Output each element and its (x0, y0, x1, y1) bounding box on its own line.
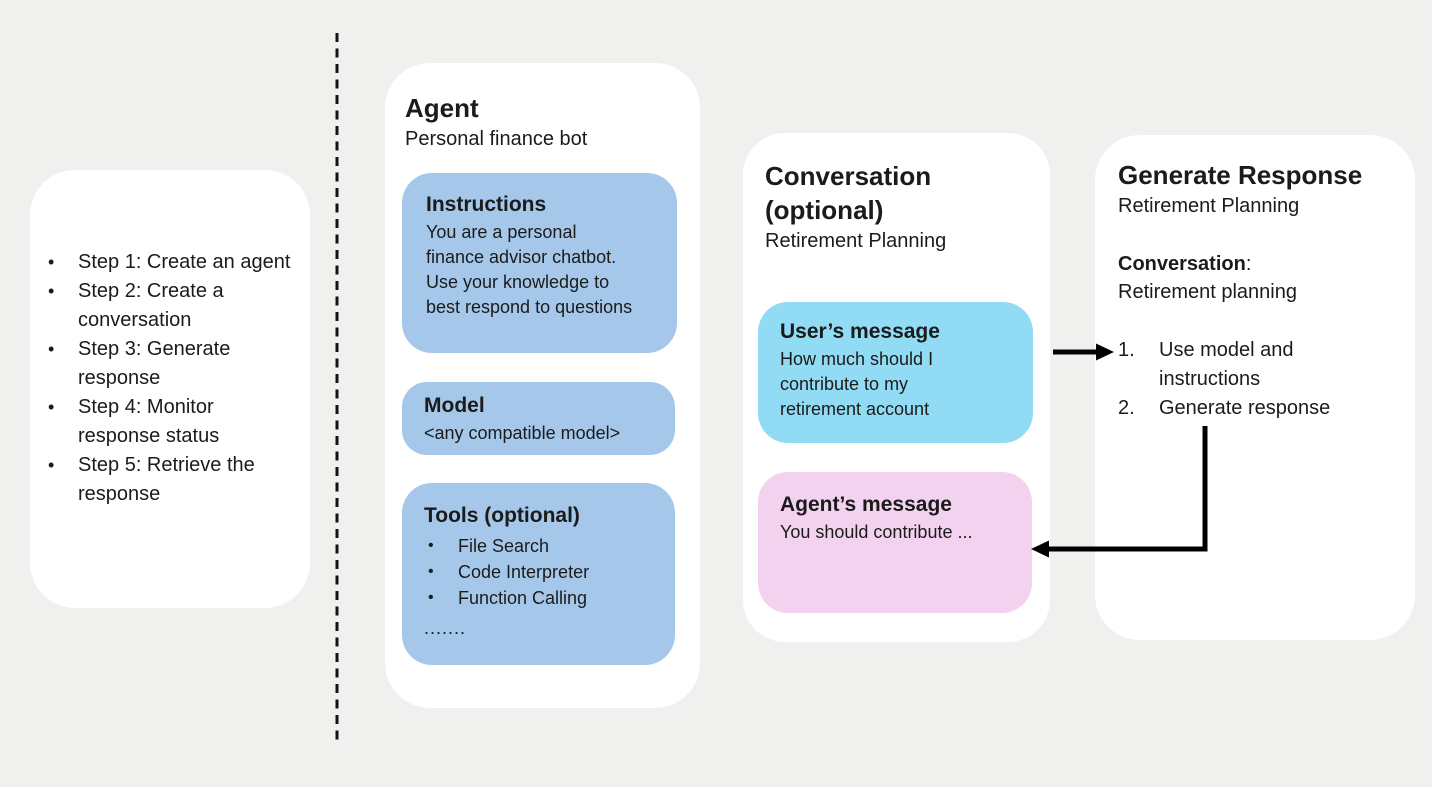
step-text: Step 5: Retrieve the response (78, 454, 255, 505)
bullet-icon: • (48, 397, 55, 417)
bullet-icon: • (48, 339, 55, 359)
generate-steps-list: 1. Use model and instructions 2. Generat… (1118, 336, 1395, 423)
conversation-heading: Conversation: Retirement planning (1118, 250, 1395, 306)
step-text: Step 2: Create a conversation (78, 280, 224, 331)
agent-message-body: You should contribute ... (780, 522, 973, 542)
list-item: • File Search (424, 533, 657, 559)
conversation-card-title: Conversation (optional) (765, 161, 932, 225)
agent-message-title: Agent’s message (780, 493, 952, 516)
generate-response-card: Generate Response Retirement Planning Co… (1095, 135, 1415, 640)
tools-box: Tools (optional) • File Search • Code In… (402, 483, 675, 665)
user-message-title: User’s message (780, 320, 940, 343)
tool-text: Function Calling (458, 588, 588, 608)
step-text: Step 4: Monitor response status (78, 396, 220, 447)
bullet-icon: • (428, 589, 434, 606)
step-text: Use model and instructions (1159, 339, 1294, 390)
steps-card: • Step 1: Create an agent • Step 2: Crea… (30, 170, 310, 608)
tool-text: Code Interpreter (458, 562, 590, 582)
model-title: Model (424, 394, 485, 417)
agent-card-title: Agent (405, 93, 479, 123)
list-item: • Step 2: Create a conversation (30, 277, 296, 335)
model-box: Model <any compatible model> (402, 382, 675, 455)
user-message-body: How much should I contribute to my retir… (780, 349, 934, 419)
tools-title: Tools (optional) (424, 504, 580, 527)
agent-message-box: Agent’s message You should contribute ..… (758, 472, 1032, 613)
tools-list: • File Search • Code Interpreter • Funct… (424, 533, 657, 611)
step-text: Step 3: Generate response (78, 338, 231, 389)
step-number: 2. (1118, 397, 1135, 419)
conversation-value: Retirement planning (1118, 281, 1297, 303)
list-item: • Step 1: Create an agent (30, 248, 296, 277)
user-message-box: User’s message How much should I contrib… (758, 302, 1033, 443)
agent-card: Agent Personal finance bot Instructions … (385, 63, 700, 708)
conversation-label: Conversation (1118, 253, 1246, 275)
instructions-box: Instructions You are a personal finance … (402, 173, 677, 353)
list-item: • Function Calling (424, 585, 657, 611)
step-number: 1. (1118, 339, 1135, 361)
tools-ellipsis: ....... (424, 618, 467, 638)
model-body: <any compatible model> (424, 423, 621, 443)
bullet-icon: • (428, 563, 434, 580)
list-item: • Step 4: Monitor response status (30, 393, 296, 451)
bullet-icon: • (48, 252, 55, 272)
generate-card-subtitle: Retirement Planning (1118, 195, 1300, 217)
list-item: • Code Interpreter (424, 559, 657, 585)
bullet-icon: • (48, 281, 55, 301)
steps-list: • Step 1: Create an agent • Step 2: Crea… (30, 170, 310, 509)
tool-text: File Search (458, 536, 550, 556)
generate-card-title: Generate Response (1118, 160, 1363, 190)
list-item: • Step 3: Generate response (30, 335, 296, 393)
step-text: Generate response (1159, 397, 1331, 419)
instructions-title: Instructions (426, 193, 547, 216)
conversation-card-subtitle: Retirement Planning (765, 230, 947, 252)
conversation-colon: : (1245, 253, 1252, 275)
list-item: • Step 5: Retrieve the response (30, 451, 296, 509)
bullet-icon: • (48, 455, 55, 475)
instructions-body: You are a personal finance advisor chatb… (426, 222, 633, 317)
step-text: Step 1: Create an agent (78, 251, 291, 273)
agent-card-subtitle: Personal finance bot (405, 128, 588, 150)
list-item: 1. Use model and instructions (1118, 336, 1395, 394)
list-item: 2. Generate response (1118, 394, 1395, 423)
conversation-card: Conversation (optional) Retirement Plann… (743, 133, 1050, 642)
bullet-icon: • (428, 537, 434, 554)
